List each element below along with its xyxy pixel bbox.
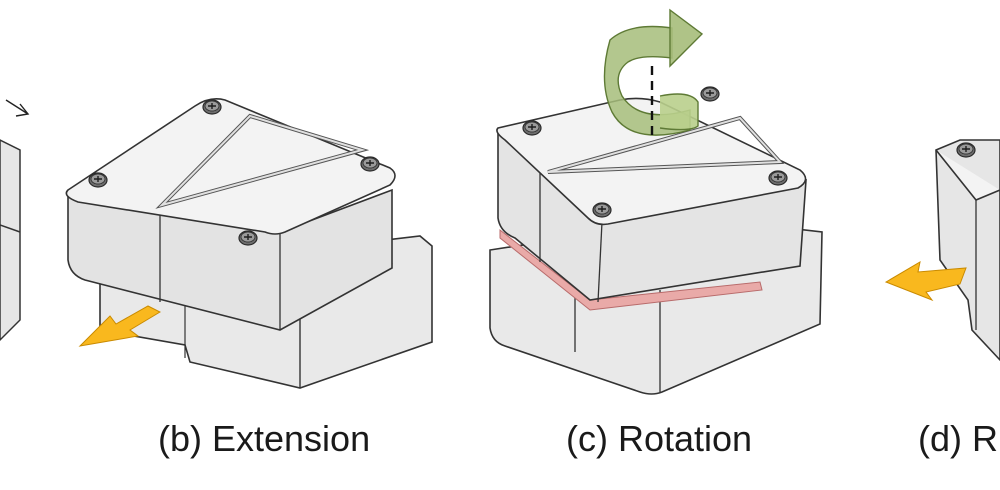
phillips-screw-icon bbox=[360, 156, 380, 172]
caption-rotation: (c) Rotation bbox=[566, 418, 753, 459]
partial-module-a bbox=[0, 99, 30, 342]
yellow-arrow-icon bbox=[884, 261, 967, 302]
phillips-screw-icon bbox=[768, 170, 788, 186]
caption-partial-d: (d) R bbox=[918, 418, 998, 459]
phillips-screw-icon bbox=[522, 120, 542, 136]
caption-extension: (b) Extension bbox=[158, 418, 371, 459]
yellow-arrow-icon bbox=[78, 305, 162, 347]
phillips-screw-icon bbox=[238, 230, 258, 246]
module-b-extension bbox=[65, 98, 433, 389]
upper-block-side-b bbox=[67, 188, 393, 331]
upper-block-top-b bbox=[65, 98, 396, 235]
upper-block-top-c bbox=[496, 97, 807, 226]
phillips-screw-icon bbox=[700, 86, 720, 102]
phillips-screw-icon bbox=[956, 142, 976, 158]
small-arrow-icon bbox=[5, 99, 29, 115]
curved-rotation-arrow-icon bbox=[603, 8, 704, 138]
phillips-screw-icon bbox=[88, 172, 108, 188]
module-c-rotation bbox=[489, 8, 823, 395]
partial-module-d bbox=[884, 139, 1000, 362]
phillips-screw-icon bbox=[592, 202, 612, 218]
phillips-screw-icon bbox=[202, 99, 222, 115]
